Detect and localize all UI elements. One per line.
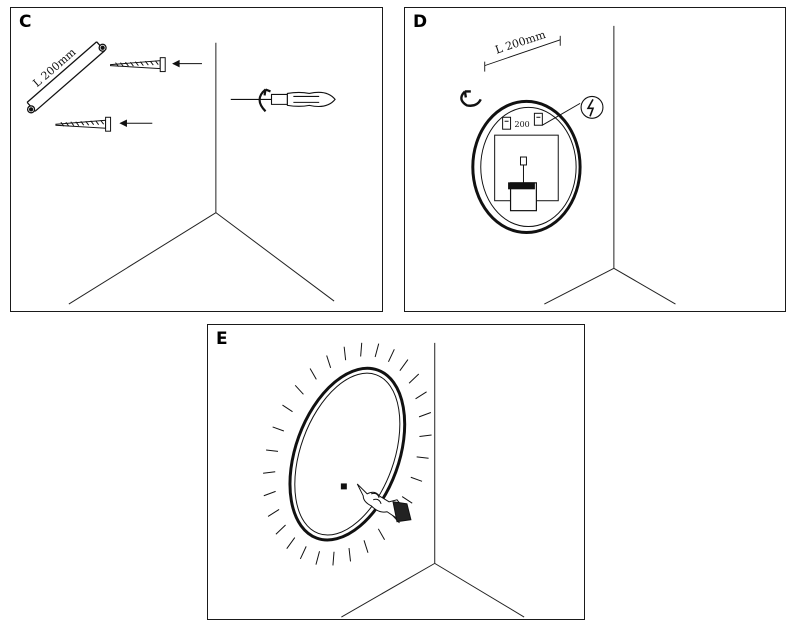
step-d-panel: L 200mm 200 D	[404, 7, 786, 312]
light-ray	[377, 528, 386, 540]
light-ray	[399, 359, 409, 371]
light-ray	[294, 384, 304, 395]
step-d-illustration: L 200mm 200	[460, 25, 676, 305]
screw-upper	[110, 57, 202, 73]
light-ray	[309, 368, 317, 380]
bracket-spacing-mark: 200	[515, 120, 530, 129]
step-label-d: D	[413, 12, 428, 32]
screw-lower	[55, 116, 153, 132]
light-ray	[419, 434, 432, 438]
light-ray	[263, 490, 276, 497]
light-ray	[360, 342, 363, 357]
light-rays	[263, 342, 432, 566]
illuminated-mirror	[288, 366, 407, 542]
light-ray	[299, 546, 307, 560]
light-ray	[418, 412, 432, 418]
light-ray	[363, 540, 369, 553]
mounting-bracket	[26, 41, 107, 114]
step-c-panel: L 200mm C	[10, 7, 383, 312]
mirror-back	[471, 99, 582, 235]
light-ray	[332, 551, 335, 566]
lightning-bolt-icon	[580, 95, 604, 119]
light-ray	[416, 456, 429, 459]
screwdriver-icon	[230, 91, 336, 108]
light-ray	[408, 373, 420, 384]
light-ray	[272, 426, 285, 432]
light-ray	[315, 551, 321, 565]
wall-corner	[544, 25, 676, 305]
rotate-arrow-icon	[258, 88, 271, 113]
light-ray	[401, 496, 413, 504]
light-ray	[343, 346, 347, 361]
light-ray	[348, 548, 352, 562]
light-ray	[388, 349, 395, 363]
spacing-dimension	[484, 35, 561, 72]
light-ray	[415, 391, 427, 400]
spacing-length-label: L 200mm	[494, 28, 548, 57]
light-ray	[282, 404, 293, 413]
light-ray	[266, 449, 279, 452]
step-label-e: E	[216, 329, 228, 349]
pointing-hand-icon	[356, 483, 412, 523]
light-ray	[326, 355, 332, 369]
step-e-panel: E	[207, 324, 585, 620]
step-label-c: C	[19, 12, 32, 32]
light-ray	[275, 524, 286, 535]
light-ray	[263, 471, 276, 474]
step-e-illustration	[263, 342, 525, 618]
rotate-arrow-icon	[460, 90, 482, 107]
wall-corner	[341, 342, 525, 618]
light-ray	[267, 509, 280, 517]
light-ray	[286, 537, 296, 549]
bracket-length-label: L 200mm	[30, 45, 78, 89]
light-ray	[374, 343, 380, 358]
light-ray	[410, 476, 423, 482]
wall-corner	[68, 42, 335, 305]
step-c-illustration: L 200mm	[26, 41, 336, 305]
